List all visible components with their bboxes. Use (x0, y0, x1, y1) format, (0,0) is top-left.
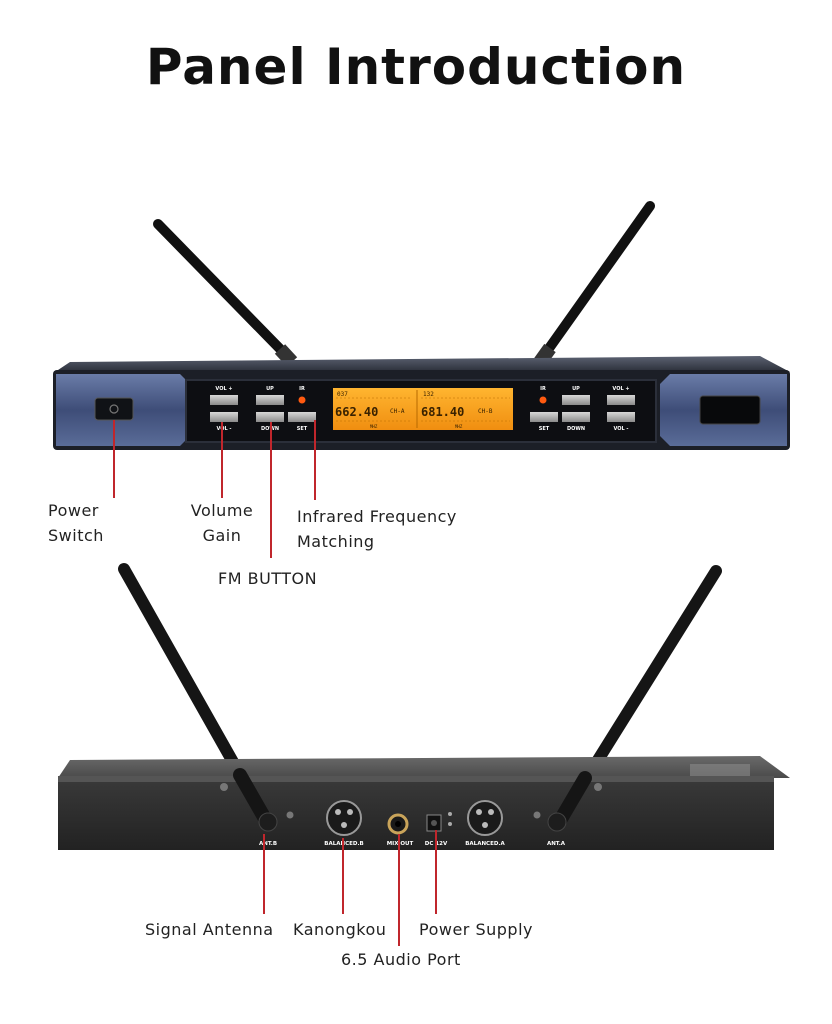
vol-minus-button-b[interactable] (607, 412, 635, 422)
callout-power-supply: Power Supply (419, 920, 533, 939)
label-set-a: SET (297, 426, 308, 432)
label-vol-plus-b: VOL + (612, 386, 629, 392)
up-button-b[interactable] (562, 395, 590, 405)
xlr-port-b[interactable] (326, 800, 362, 836)
lcd-ch-a-unit: MHZ (370, 424, 378, 429)
vol-plus-button-a[interactable] (210, 395, 238, 405)
lcd-ch-b-label: CH-B (478, 408, 493, 415)
callout-infrared-line1: Infrared Frequency (297, 507, 457, 526)
callout-fm-button: FM BUTTON (218, 569, 318, 588)
leader-infrared (314, 420, 316, 500)
label-set-b: SET (539, 426, 550, 432)
vol-plus-button-b[interactable] (607, 395, 635, 405)
ir-led-b (539, 396, 547, 404)
power-switch-button[interactable] (94, 397, 134, 421)
label-vol-minus-b: VOL - (613, 426, 628, 432)
label-up-b: UP (572, 386, 580, 392)
label-ant-a: ANT.A (547, 841, 566, 847)
label-down-b: DOWN (567, 426, 585, 432)
callout-volume-line2: Gain (202, 526, 242, 545)
label-balanced-b: BALANCED.B (324, 841, 363, 847)
leader-kanongkou (342, 838, 344, 914)
callout-power-switch: Power Switch (48, 498, 104, 548)
ir-window (699, 395, 761, 425)
xlr-port-a[interactable] (467, 800, 503, 836)
antenna-left-front (153, 219, 298, 367)
lcd-ch-b-unit: MHZ (455, 424, 463, 429)
callout-power-line2: Switch (48, 526, 104, 545)
lcd-ch-a-label: CH-A (390, 408, 405, 415)
label-ir-a: IR (299, 386, 305, 392)
callout-kanongkou: Kanongkou (293, 920, 387, 939)
label-vol-plus-a: VOL + (215, 386, 232, 392)
power-icon (109, 404, 119, 414)
callout-infrared-line2: Matching (297, 532, 375, 551)
leader-audio-port (398, 834, 400, 946)
down-button-b[interactable] (562, 412, 590, 422)
label-vol-minus-a: VOL - (216, 426, 231, 432)
callout-infrared: Infrared Frequency Matching (297, 504, 457, 554)
label-ir-b: IR (540, 386, 546, 392)
label-mix-out: MIX OUT (387, 841, 414, 847)
callout-volume-gain: Volume Gain (188, 498, 256, 548)
callout-power-line1: Power (48, 501, 99, 520)
label-ant-b: ANT.B (259, 841, 277, 847)
callout-volume-line1: Volume (190, 501, 254, 520)
label-up-a: UP (266, 386, 274, 392)
leader-power-supply (435, 830, 437, 914)
up-button-a[interactable] (256, 395, 284, 405)
lcd-ch-b-frequency: 681.40 (421, 405, 464, 419)
antenna-right-front (534, 201, 655, 367)
label-balanced-a: BALANCED.A (465, 841, 505, 847)
rear-panel (58, 776, 774, 850)
lcd-ch-a-frequency: 662.40 (335, 405, 378, 419)
vol-minus-button-a[interactable] (210, 412, 238, 422)
set-button-b[interactable] (530, 412, 558, 422)
leader-volume-gain (221, 422, 223, 498)
leader-fm-button (270, 422, 272, 558)
down-button-a[interactable] (256, 412, 284, 422)
set-button-a[interactable] (288, 412, 316, 422)
leader-signal-antenna (263, 834, 265, 914)
lcd-display (333, 388, 513, 430)
callout-audio-port: 6.5 Audio Port (341, 950, 461, 969)
audio-jack-port[interactable] (387, 813, 409, 835)
page-title: Panel Introduction (145, 38, 687, 96)
ir-led-a (298, 396, 306, 404)
lcd-ch-a-number: 037 (337, 391, 348, 398)
dc-power-port[interactable] (426, 812, 452, 832)
callout-signal-antenna: Signal Antenna (145, 920, 274, 939)
lcd-ch-b-number: 132 (423, 391, 434, 398)
leader-power-switch (113, 420, 115, 498)
